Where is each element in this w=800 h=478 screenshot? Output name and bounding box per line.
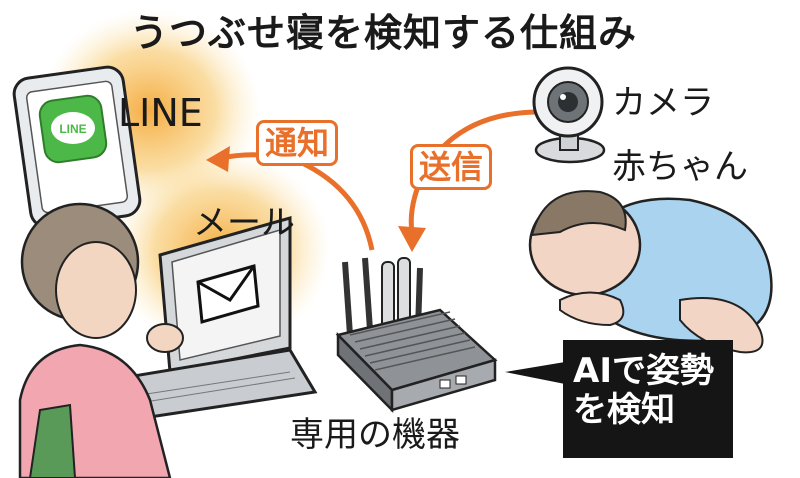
ai-detection-box: AIで姿勢 を検知 (563, 340, 733, 458)
ai-box-pointer (505, 362, 565, 384)
line-label: LINE (118, 91, 203, 135)
envelope-icon (196, 264, 260, 324)
baby-label: 赤ちゃん (612, 147, 748, 187)
diagram-title: うつぶせ寝を検知する仕組み (130, 11, 638, 55)
svg-text:LINE: LINE (59, 122, 86, 136)
device-label: 専用の機器 (290, 415, 460, 455)
camera-icon (532, 66, 606, 164)
send-tag: 送信 (410, 144, 493, 190)
notify-tag: 通知 (256, 120, 339, 166)
mail-label: メール (193, 203, 295, 243)
camera-label: カメラ (612, 83, 714, 123)
ai-box-line1: AIで姿勢 (573, 351, 714, 391)
ai-box-line2: を検知 (573, 390, 675, 431)
person-illustration (18, 202, 184, 478)
smartphone-icon: LINE (12, 65, 142, 229)
baby-illustration (528, 190, 773, 354)
router-icon (335, 257, 498, 414)
